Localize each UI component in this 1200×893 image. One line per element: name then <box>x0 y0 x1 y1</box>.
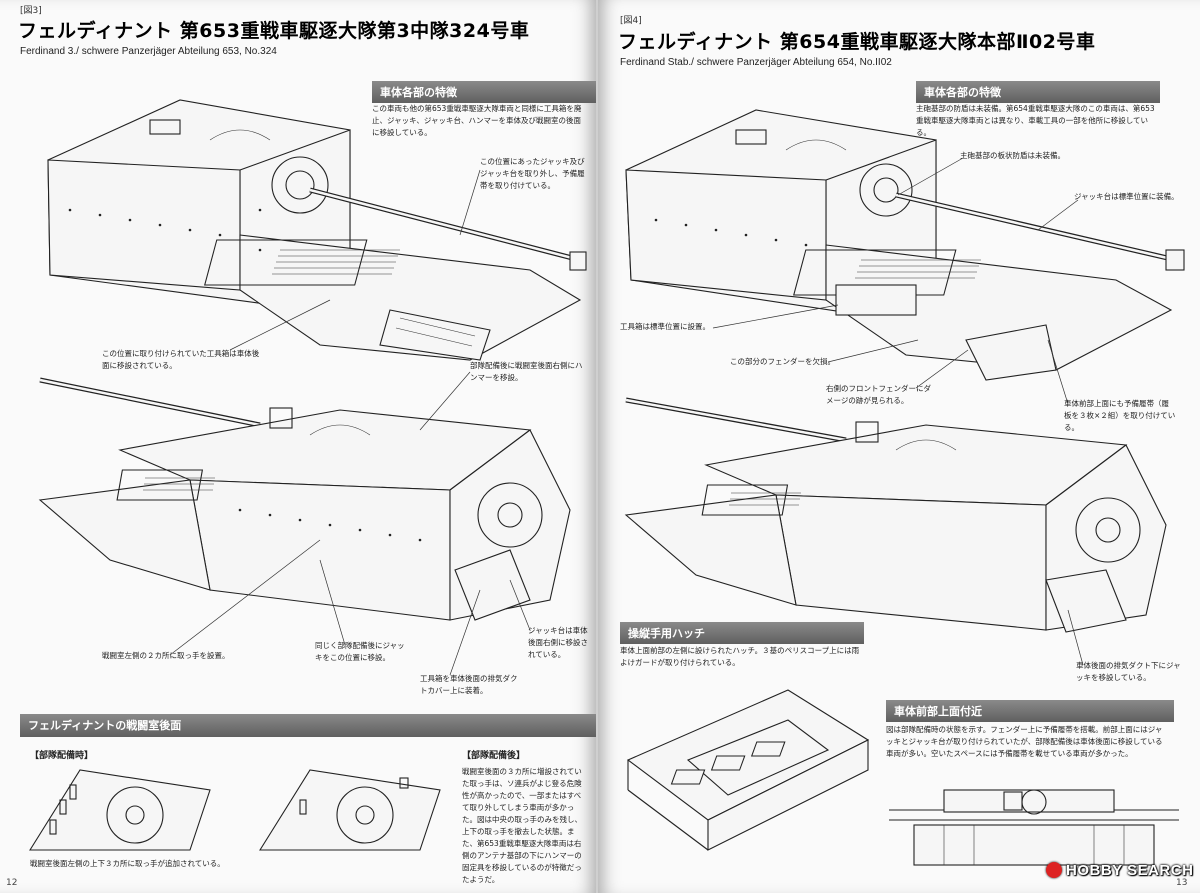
right-leader-lines <box>712 157 1084 666</box>
right-callout-exhaust-jack: 車体後面の排気ダクト下にジャッキを移設している。 <box>1076 661 1181 682</box>
driver-hatch-drawing <box>626 689 870 851</box>
right-page-title: フェルディナント 第654重戦車駆逐大隊本部Ⅱ02号車 <box>618 31 1096 53</box>
left-vehicle-rear-drawing <box>38 377 571 621</box>
hatch-header: 操縦手用ハッチ <box>620 622 864 644</box>
right-callout-fender-missing: この部分のフェンダーを欠損。 <box>730 357 835 366</box>
left-bottom-header: フェルディナントの戦闘室後面 <box>20 714 596 737</box>
left-vehicle-front-drawing <box>47 99 587 361</box>
before-deployment-label: 【部隊配備時】 <box>30 751 94 761</box>
left-section-text: この車両も他の第653重戦車駆逐大隊車両と同様に工具箱を廃止、ジャッキ、ジャッキ… <box>372 104 582 137</box>
right-callout-fender-damage: 右側のフロントフェンダーにダメージの跡が見られる。 <box>826 384 931 405</box>
after-deployment-label: 【部隊配備後】 <box>462 751 526 761</box>
watermark: HOBBY SEARCH <box>1046 862 1193 879</box>
front-top-text: 図は部隊配備時の状態を示す。フェンダー上に予備履帯を搭載。前部上面にはジャッキと… <box>886 725 1163 758</box>
right-callout-toolbox: 工具箱は標準位置に設置。 <box>620 322 710 331</box>
right-callout-spare-track: 車体前部上面にも予備履帯（履板を３枚×２組）を取り付けている。 <box>1064 399 1176 432</box>
left-page-subtitle: Ferdinand 3./ schwere Panzerjäger Abteil… <box>20 46 277 57</box>
after-deployment-text: 戦闘室後面の３カ所に増設されていた取っ手は、ソ連兵がよじ登る危険性が高かったので… <box>462 767 582 884</box>
front-top-drawing <box>889 789 1179 866</box>
right-page-number: 13 <box>1176 878 1188 888</box>
rear-plate-drawings <box>29 769 441 851</box>
left-callout-toolbox-duct: 工具箱を車体後面の排気ダクトカバー上に装着。 <box>420 674 518 695</box>
left-section-header: 車体各部の特徴 <box>372 81 596 103</box>
watermark-text: HOBBY SEARCH <box>1066 862 1194 879</box>
left-figure-label: [図3] <box>20 6 42 16</box>
left-callout-hammer: 部隊配備後に戦闘室後面右側にハンマーを移設。 <box>470 361 583 382</box>
before-deployment-caption: 戦闘室後面左側の上下３カ所に取っ手が追加されている。 <box>30 859 225 868</box>
left-page-title: フェルディナント 第653重戦車駆逐大隊第3中隊324号車 <box>18 20 530 42</box>
left-callout-jack: この位置にあったジャッキ及びジャッキ台を取り外し、予備履帯を取り付けている。 <box>480 157 585 190</box>
right-section-text: 主砲基部の防盾は未装備。第654重戦車駆逐大隊のこの車両は、第653重戦車駆逐大… <box>916 104 1155 137</box>
right-page: [図4] フェルディナント 第654重戦車駆逐大隊本部Ⅱ02号車 Ferdina… <box>598 0 1200 893</box>
left-page-number: 12 <box>6 878 18 888</box>
right-vehicle-front-drawing <box>625 109 1185 381</box>
right-callout-mantlet: 主砲基部の板状防盾は未装備。 <box>960 151 1065 160</box>
watermark-logo-icon <box>1046 862 1062 878</box>
right-vehicle-rear-drawing <box>624 397 1167 633</box>
right-callout-jack: ジャッキ台は標準位置に装備。 <box>1074 192 1179 201</box>
right-figure-label: [図4] <box>620 16 642 26</box>
front-top-header: 車体前部上面付近 <box>886 700 1174 722</box>
left-leader-lines <box>169 169 531 676</box>
left-callout-toolbox: この位置に取り付けられていた工具箱は車体後面に移設されている。 <box>102 349 260 370</box>
left-callout-jack-position: 同じく部隊配備後にジャッキをこの位置に移設。 <box>315 641 405 662</box>
left-page: [図3] フェルディナント 第653重戦車駆逐大隊第3中隊324号車 Ferdi… <box>0 0 596 893</box>
left-callout-handles: 戦闘室左側の２カ所に取っ手を設置。 <box>102 651 230 660</box>
right-section-header: 車体各部の特徴 <box>916 81 1160 103</box>
left-callout-jackbase: ジャッキ台は車体後面右側に移設されている。 <box>528 626 588 659</box>
hatch-text: 車体上面前部の左側に設けられたハッチ。３基のペリスコープ上には雨よけガードが取り… <box>620 646 860 667</box>
right-page-subtitle: Ferdinand Stab./ schwere Panzerjäger Abt… <box>620 57 892 68</box>
